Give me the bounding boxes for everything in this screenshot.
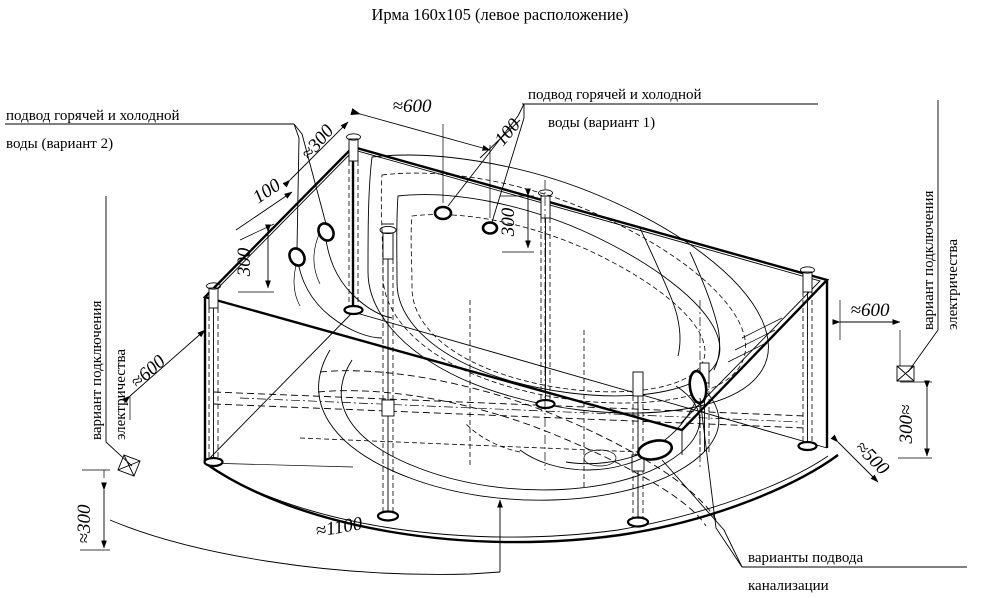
support-leg — [376, 223, 400, 522]
tub-rim-outer — [367, 154, 769, 414]
water-inlet-ring-icon — [481, 221, 499, 235]
label-sewer-variants: варианты подвода канализации — [661, 397, 967, 594]
sewer-outlet-ellipse-icon — [636, 439, 674, 461]
support-rail-1 — [213, 391, 807, 417]
tub-bottom-shell-hidden-2 — [317, 390, 707, 527]
electrical-outlet-icon — [117, 454, 141, 477]
dimension-side-right-500: ≈500 — [830, 434, 894, 483]
label-electric-right: вариант подключения электричества — [896, 100, 961, 382]
water-inlet-ring-icon — [433, 205, 453, 221]
water-inlet-ring-icon — [317, 222, 335, 242]
support-leg — [203, 282, 224, 468]
water-hose-left-b — [324, 232, 393, 319]
leader-line — [907, 329, 939, 373]
enclosure-front-panel-bottom-right — [352, 311, 828, 449]
dimension-value: ≈600 — [851, 300, 890, 321]
leader-line — [699, 397, 743, 568]
dimension-side-right-300: 300≈ — [896, 380, 932, 459]
leader-line — [105, 441, 133, 467]
enclosure-base-line — [204, 462, 354, 468]
dimension-value: ≈300 — [74, 504, 95, 543]
label-electric-left-line1: вариант подключения — [89, 301, 105, 440]
label-electric-right-line1: вариант подключения — [921, 191, 937, 330]
sewer-pipe-hidden — [465, 423, 521, 453]
sewer-drain-circle — [583, 449, 617, 467]
enclosure-front-panel-bottom-left — [204, 311, 354, 464]
dimension-value: 300≈ — [896, 404, 917, 445]
construction-hatch — [727, 317, 783, 363]
dimension-value: ≈600 — [393, 96, 432, 117]
floor-curved-skirt — [204, 454, 839, 544]
tub-underside-curve — [318, 349, 720, 501]
label-electric-left-line2: электричества — [113, 349, 129, 440]
sewer-pipe-run-2 — [519, 447, 661, 471]
dimension-side-right-600: ≈600 — [832, 300, 901, 366]
label-electric-right-line2: электричества — [945, 239, 961, 330]
bathtub-isometric-drawing — [202, 133, 839, 544]
dimension-value: 300 — [234, 247, 255, 277]
leader-line — [491, 104, 525, 223]
water-hose-right-a — [639, 227, 681, 357]
label-sewer-line2: канализации — [748, 578, 829, 594]
dimension-right-300: 300 — [498, 188, 534, 253]
support-leg — [797, 266, 818, 452]
label-water-variant-2-line1: подвод горячей и холодной — [6, 108, 180, 124]
support-rail-2 — [213, 403, 807, 429]
dimension-side-left-600: ≈600 — [122, 300, 206, 420]
leader-line — [293, 123, 300, 250]
label-water-variant-1-line1: подвод горячей и холодной — [528, 87, 702, 103]
dimension-value: ≈600 — [127, 351, 170, 393]
label-electric-left: вариант подключения электричества — [89, 196, 141, 477]
water-inlet-ring-icon — [288, 247, 306, 267]
dimension-value: 100 — [249, 174, 285, 208]
dimension-left-300: 300 — [234, 223, 275, 293]
dimension-top-600: ≈600 — [350, 96, 491, 218]
leader-line — [447, 103, 525, 207]
tub-underside-curve-2 — [340, 359, 701, 491]
label-water-variant-1-line2: воды (вариант 1) — [548, 115, 655, 131]
water-hose-right-b — [689, 251, 721, 371]
dimension-side-left-300: ≈300 — [74, 469, 110, 551]
support-leg — [343, 133, 364, 316]
center-axis-horizontal — [239, 397, 801, 423]
tub-basin-dashed — [410, 214, 706, 393]
label-water-variant-2: подвод горячей и холодной воды (вариант … — [5, 108, 327, 250]
page-title: Ирма 160х105 (левое расположение) — [371, 5, 628, 24]
support-leg-group — [203, 133, 818, 528]
dimension-value: ≈500 — [851, 437, 894, 480]
dimension-value: 300 — [498, 207, 519, 237]
label-water-variant-2-line2: воды (вариант 2) — [6, 136, 113, 152]
leader-line — [661, 459, 743, 568]
electrical-outlet-icon — [896, 365, 915, 382]
water-hose-left-a — [296, 255, 383, 339]
tub-basin-outline — [396, 194, 721, 397]
dimension-value: ≈300 — [297, 120, 338, 164]
water-hose-left-detail — [293, 231, 321, 307]
label-water-variant-1: подвод горячей и холодной воды (вариант … — [447, 87, 818, 223]
floor-curve-inner — [211, 455, 829, 538]
support-leg — [535, 189, 556, 410]
tub-rim-inner-dashed — [380, 172, 746, 404]
enclosure-top-rim-inner — [212, 149, 821, 424]
label-sewer-line1: варианты подвода — [748, 550, 864, 566]
